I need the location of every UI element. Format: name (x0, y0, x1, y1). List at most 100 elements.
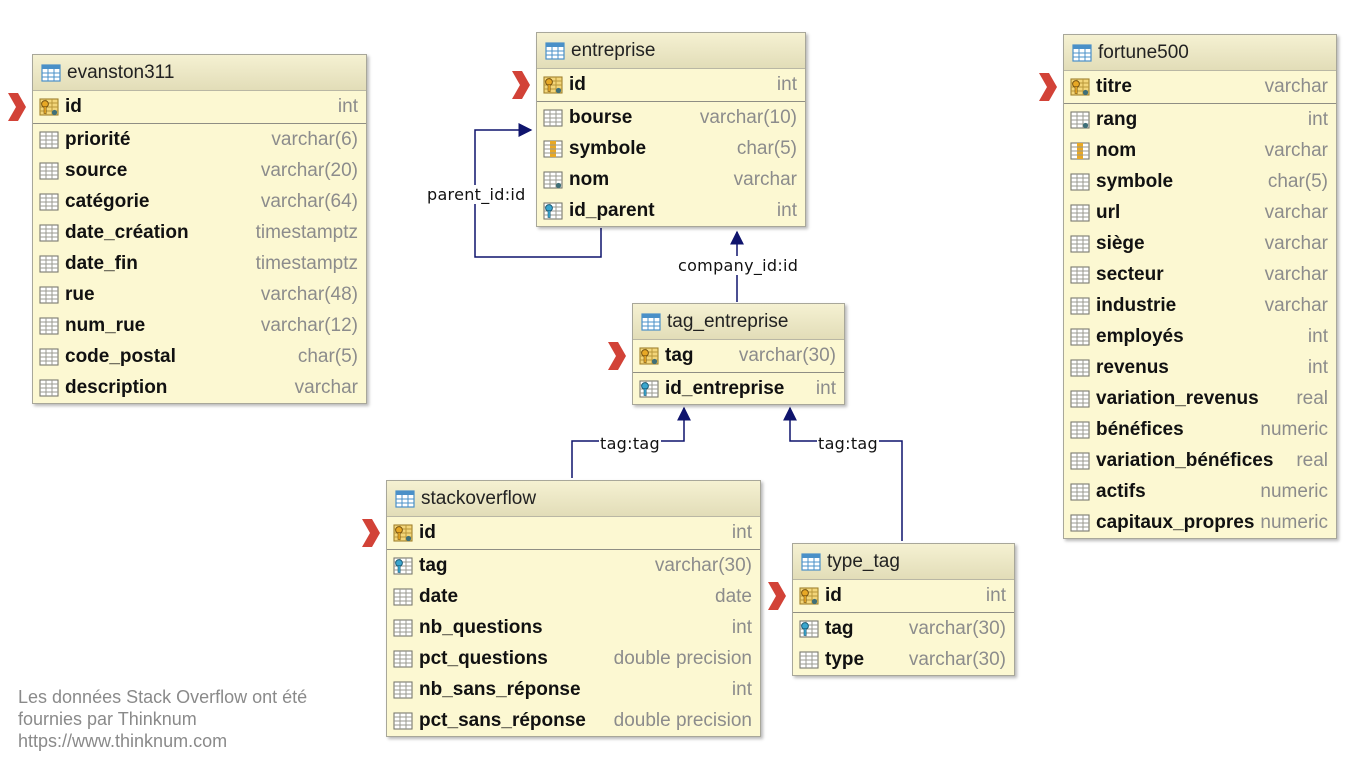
table-header[interactable]: entreprise (537, 33, 805, 69)
column-icon (39, 347, 59, 366)
column-row[interactable]: date_fin timestamptz (33, 248, 366, 279)
column-type: int (731, 616, 752, 638)
column-name: actifs (1096, 480, 1146, 502)
relation-label-company: company_id:id (677, 256, 800, 275)
column-type: date (715, 585, 752, 607)
primary-key-row[interactable]: id int (387, 517, 760, 550)
column-name: id_entreprise (665, 377, 785, 399)
column-type: varchar (1264, 263, 1328, 285)
column-name: num_rue (65, 314, 146, 336)
column-type: varchar(30) (908, 617, 1006, 639)
column-name: nom (569, 168, 610, 190)
relation-label-parent: parent_id:id (426, 185, 527, 204)
column-icon (393, 680, 413, 699)
primary-key-icon (639, 347, 659, 365)
column-type: varchar(30) (908, 648, 1006, 670)
column-name: nb_questions (419, 616, 543, 638)
table-header[interactable]: fortune500 (1064, 35, 1336, 71)
column-row[interactable]: nb_questions int (387, 612, 760, 643)
table-title: fortune500 (1098, 41, 1189, 63)
foreign-key-icon (543, 201, 563, 220)
column-type: timestamptz (255, 252, 358, 274)
primary-key-marker-icon (360, 517, 382, 549)
table-header[interactable]: stackoverflow (387, 481, 760, 517)
column-icon (1070, 358, 1090, 377)
column-name: code_postal (65, 345, 176, 367)
column-name: capitaux_propres (1096, 511, 1255, 533)
column-name: symbole (1096, 170, 1174, 192)
column-type: varchar (1264, 232, 1328, 254)
column-name: date_fin (65, 252, 138, 274)
column-type: int (731, 522, 752, 543)
column-name: id (419, 522, 436, 543)
column-row[interactable]: secteur varchar (1064, 259, 1336, 290)
column-type: int (776, 199, 797, 221)
table-title: entreprise (571, 39, 656, 61)
table-header[interactable]: evanston311 (33, 55, 366, 91)
column-name: tag (665, 345, 694, 366)
column-icon (1070, 389, 1090, 408)
column-icon (39, 254, 59, 273)
primary-key-marker-icon (510, 69, 532, 101)
primary-key-icon (543, 76, 563, 94)
table-title: evanston311 (67, 61, 175, 83)
table-icon (641, 312, 661, 331)
column-row[interactable]: num_rue varchar(12) (33, 310, 366, 341)
table-header[interactable]: type_tag (793, 544, 1014, 580)
column-type: varchar(12) (260, 314, 358, 336)
relation-type-tag-line (783, 406, 903, 541)
data-credit: Les données Stack Overflow ont été fourn… (18, 686, 307, 752)
column-icon (39, 378, 59, 397)
table-icon (545, 41, 565, 60)
column-type: int (985, 585, 1006, 606)
table-header[interactable]: tag_entreprise (633, 304, 844, 340)
column-name: secteur (1096, 263, 1164, 285)
column-name: description (65, 376, 168, 398)
table-icon (801, 552, 821, 571)
column-type: real (1296, 449, 1328, 471)
